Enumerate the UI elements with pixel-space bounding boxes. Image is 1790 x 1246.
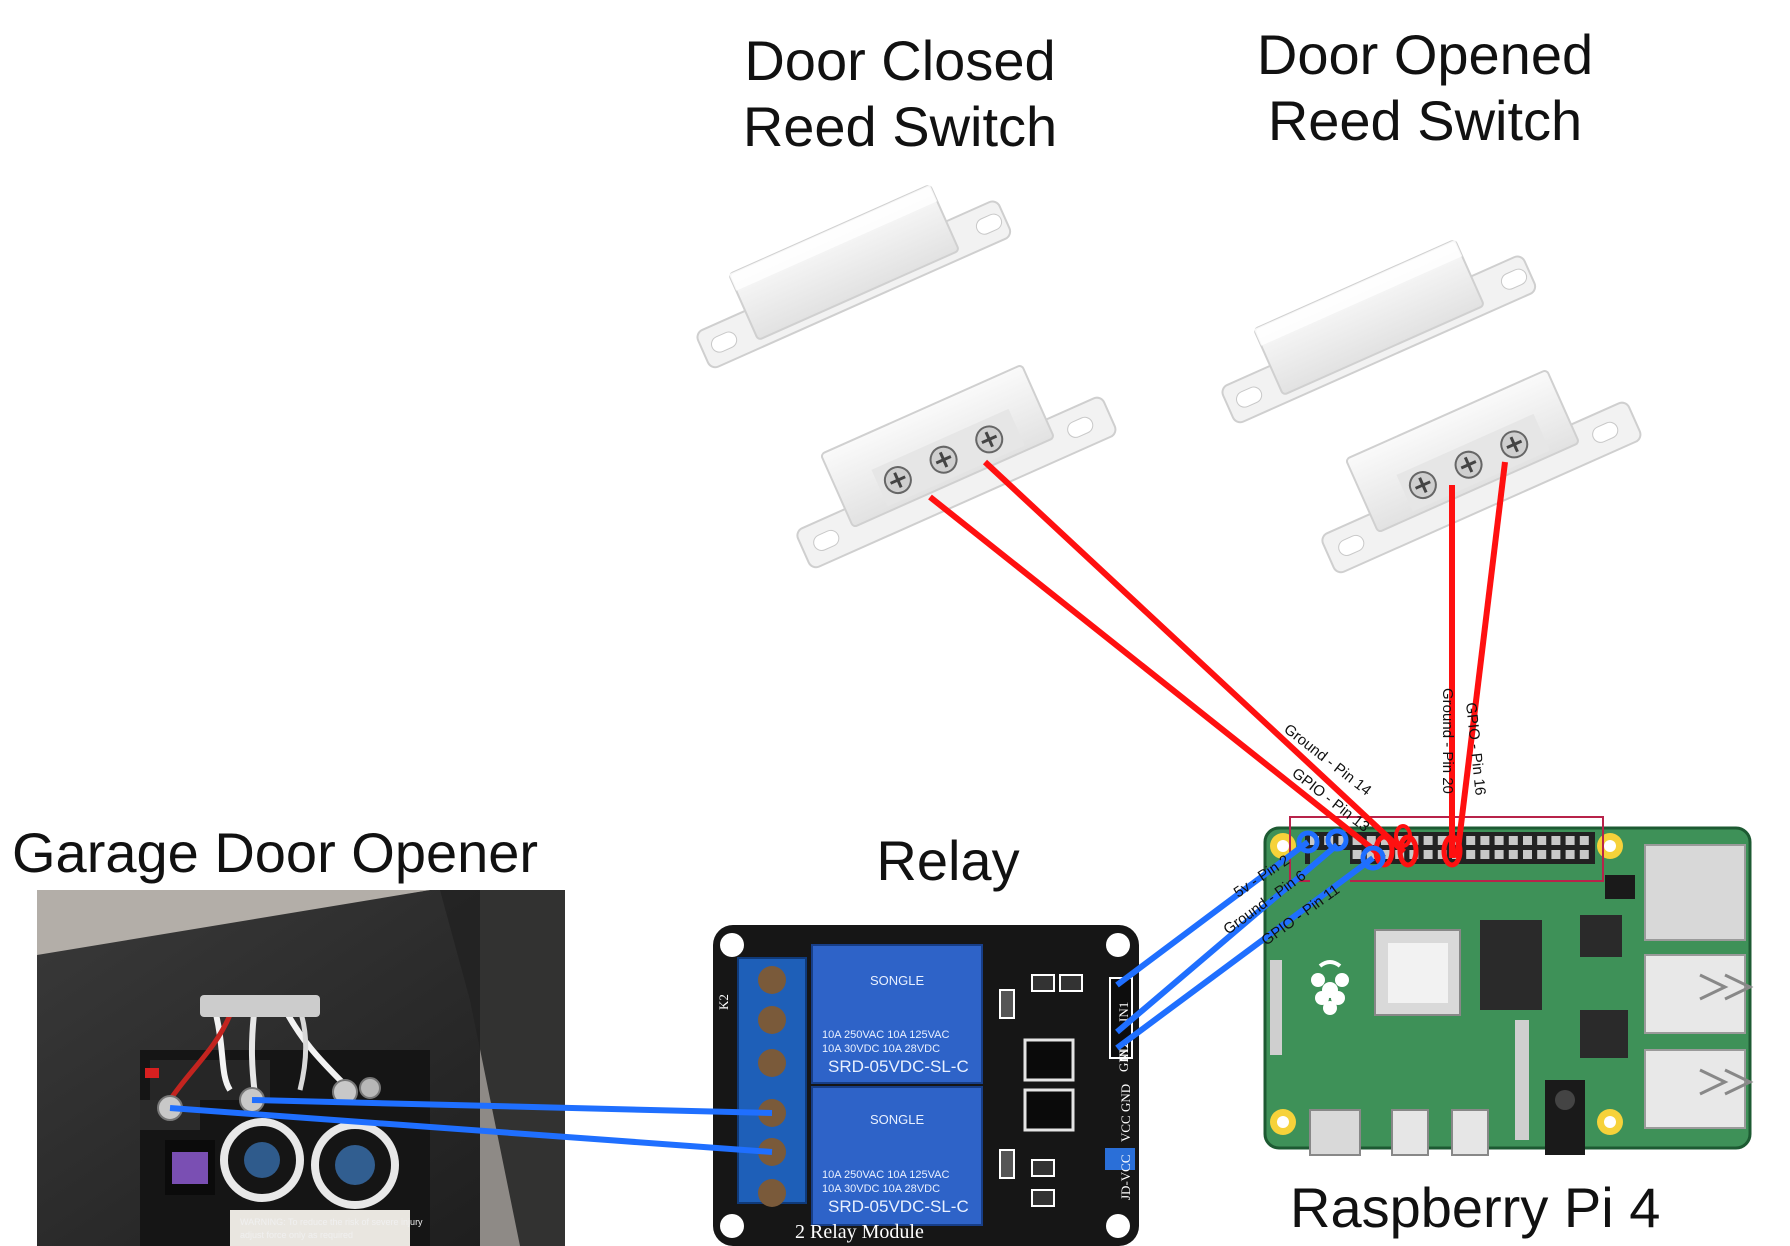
gpio-pin xyxy=(1565,836,1575,845)
wire-opener-to-relay-2 xyxy=(251,1097,773,1116)
gpio-pin xyxy=(1537,836,1547,845)
wire-relay-5v xyxy=(1115,839,1310,988)
gpio-pin xyxy=(1423,836,1433,845)
relay-label-in1: IN1 xyxy=(1116,1002,1131,1022)
gpio-pin xyxy=(1494,836,1504,845)
relay-terminal-block xyxy=(737,957,807,1207)
gpio-pin xyxy=(1480,836,1490,845)
gpio-pin xyxy=(1579,836,1589,845)
svg-text:adjust force only as required: adjust force only as required xyxy=(240,1230,353,1240)
garage-door-opener-title: Garage Door Opener xyxy=(12,821,539,884)
wire-relay-gpio xyxy=(1115,855,1375,1051)
relay-cube-bottom: SONGLE 10A 250VAC 10A 125VAC 10A 30VDC 1… xyxy=(811,1086,983,1226)
gpio-pin xyxy=(1480,850,1490,859)
door-closed-title-line2: Reed Switch xyxy=(742,95,1058,158)
label-opened-ground: Ground - Pin 20 xyxy=(1439,688,1456,794)
gpio-pin xyxy=(1494,850,1504,859)
relay-pin-gnd: GND xyxy=(1118,1084,1133,1112)
svg-text:WARNING: To reduce the risk of: WARNING: To reduce the risk of severe in… xyxy=(240,1217,423,1227)
relay-title: Relay xyxy=(876,829,1020,892)
raspberry-pi-title: Raspberry Pi 4 xyxy=(1290,1176,1661,1239)
wire-closed-ground xyxy=(928,494,1386,861)
wire-opened-gpio xyxy=(1454,461,1508,859)
gpio-pin xyxy=(1437,836,1447,845)
gpio-pin xyxy=(1551,850,1561,859)
gpio-pin xyxy=(1381,836,1390,845)
wire-opener-to-relay-1 xyxy=(169,1105,773,1155)
gpio-pin xyxy=(1395,836,1405,845)
relay-spec-2: 10A 30VDC 10A 28VDC xyxy=(822,1183,940,1195)
gpio-pin xyxy=(1466,850,1476,859)
gpio-pin xyxy=(1366,850,1376,859)
garage-door-opener: WARNING: To reduce the risk of severe in… xyxy=(37,890,565,1246)
relay-label-gnd: GND xyxy=(1116,1044,1131,1072)
gpio-pin xyxy=(1537,850,1547,859)
gpio-pin xyxy=(1338,836,1348,845)
raspberry-pi-board xyxy=(1263,816,1754,1156)
relay-model: SRD-05VDC-SL-C xyxy=(828,1057,969,1076)
door-closed-reed-switch xyxy=(696,184,1117,569)
relay-spec-1: 10A 250VAC 10A 125VAC xyxy=(822,1169,949,1181)
relay-brand: SONGLE xyxy=(870,973,925,988)
reed-sensor xyxy=(1321,370,1642,574)
door-opened-title-line2: Reed Switch xyxy=(1267,89,1583,152)
relay-brand: SONGLE xyxy=(870,1112,925,1127)
reed-magnet xyxy=(1221,239,1537,424)
relay-pin-jdvcc: JD-VCC xyxy=(1118,1154,1133,1200)
wire-closed-gpio xyxy=(982,459,1407,855)
door-opened-reed-switch xyxy=(1221,239,1642,574)
wire-relay-ground xyxy=(1115,842,1339,1035)
door-closed-title: Door Closed Reed Switch xyxy=(700,28,1100,160)
reed-sensor xyxy=(796,365,1117,569)
relay-pin-vcc: VCC xyxy=(1118,1115,1133,1142)
gpio-pin xyxy=(1523,850,1532,859)
gpio-pin xyxy=(1523,836,1532,845)
door-opened-title: Door Opened Reed Switch xyxy=(1225,22,1625,154)
gpio-pin xyxy=(1381,850,1390,859)
relay-spec-1: 10A 250VAC 10A 125VAC xyxy=(822,1029,949,1041)
gpio-pin xyxy=(1508,850,1518,859)
gpio-pin xyxy=(1466,836,1476,845)
relay-module: SONGLE 10A 250VAC 10A 125VAC 10A 30VDC 1… xyxy=(713,925,1139,1246)
raspberry-logo-icon xyxy=(1311,960,1349,1015)
gpio-pin xyxy=(1579,850,1589,859)
gpio-pin xyxy=(1352,836,1362,845)
gpio-pin xyxy=(1565,850,1575,859)
door-closed-title-line1: Door Closed xyxy=(744,29,1056,92)
gpio-pin xyxy=(1366,836,1376,845)
door-opened-title-line1: Door Opened xyxy=(1256,23,1594,86)
gpio-pin xyxy=(1551,836,1561,845)
relay-bottom-label: 2 Relay Module xyxy=(795,1221,924,1243)
gpio-pin xyxy=(1423,850,1433,859)
reed-magnet xyxy=(696,184,1012,369)
gpio-pin xyxy=(1352,850,1362,859)
relay-spec-2: 10A 30VDC 10A 28VDC xyxy=(822,1043,940,1055)
relay-model: SRD-05VDC-SL-C xyxy=(828,1197,969,1216)
relay-label-k2: K2 xyxy=(716,994,731,1010)
relay-cube-top: SONGLE 10A 250VAC 10A 125VAC 10A 30VDC 1… xyxy=(811,944,983,1084)
gpio-pin xyxy=(1508,836,1518,845)
